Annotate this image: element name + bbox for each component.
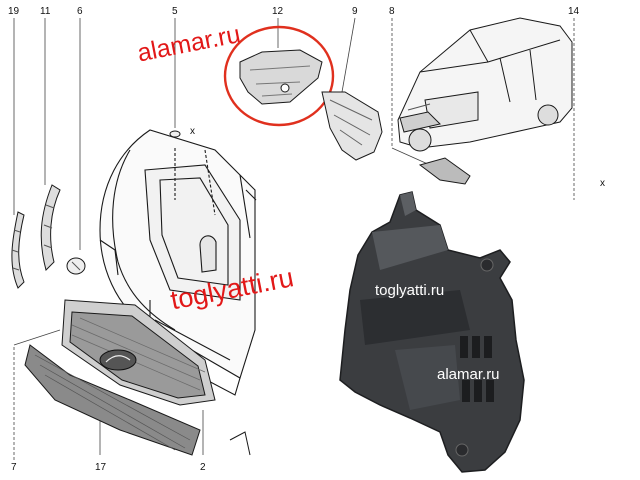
part-19-strip	[11, 211, 25, 289]
part-9-liner	[321, 91, 383, 161]
callout-17: 17	[95, 462, 107, 473]
part-12-shield	[239, 49, 323, 105]
callout-19: 19	[8, 6, 20, 17]
part-6-clip	[66, 257, 86, 275]
highlight-circle	[223, 25, 335, 127]
callout-7: 7	[11, 462, 17, 473]
part-7-grille	[61, 299, 216, 406]
photo-watermark-alamar: alamar.ru	[437, 366, 500, 383]
fender-liner-photo	[339, 191, 525, 473]
part-11-strip	[40, 184, 61, 271]
callout-12: 12	[272, 6, 284, 17]
callout-2: 2	[200, 462, 206, 473]
callout-8: 8	[389, 6, 395, 17]
callout-9: 9	[352, 6, 358, 17]
part-8-bracket	[418, 157, 471, 185]
callout-6: 6	[77, 6, 83, 17]
photo-watermark-toglyatti: toglyatti.ru	[375, 282, 445, 299]
vehicle-outline-icon	[397, 17, 573, 152]
part-17-grille	[24, 344, 201, 456]
axis-label-right: x	[600, 178, 605, 189]
callout-14: 14	[568, 6, 580, 17]
callout-5: 5	[172, 6, 178, 17]
screw-axis-label: x	[190, 126, 195, 137]
leader-lines	[13, 17, 575, 460]
part-2-fragment	[229, 431, 251, 456]
callout-11: 11	[40, 6, 51, 17]
